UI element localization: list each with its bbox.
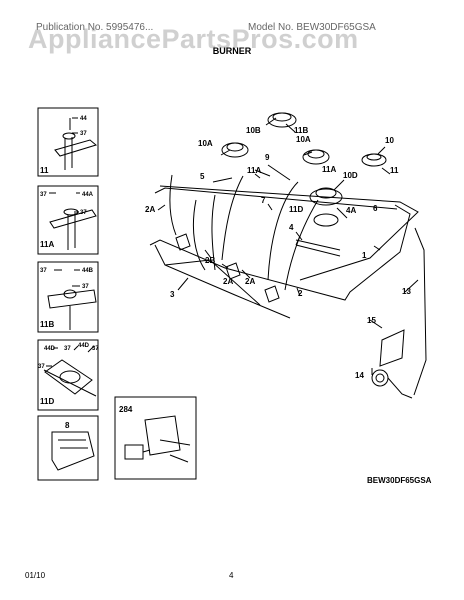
callout-15: 15 bbox=[367, 316, 376, 325]
model-number: Model No. BEW30DF65GSA bbox=[248, 22, 376, 33]
callout-11d: 11D bbox=[289, 205, 303, 214]
callout-44d: 44D bbox=[44, 346, 56, 352]
callout-37: 37 bbox=[92, 346, 99, 352]
callout-37: 37 bbox=[80, 210, 87, 216]
callout-37: 37 bbox=[40, 268, 47, 274]
callout-44d: 44D bbox=[78, 343, 90, 349]
model-code: BEW30DF65GSA bbox=[367, 476, 432, 485]
callout-4a: 4A bbox=[346, 206, 356, 215]
watermark: AppliancePartsPros.com bbox=[28, 24, 359, 54]
callout-11a: 11A bbox=[247, 166, 261, 175]
callout-10d: 10D bbox=[343, 171, 358, 180]
callout-9: 9 bbox=[265, 153, 270, 162]
callout-11: 11 bbox=[40, 166, 49, 175]
page-number: 4 bbox=[229, 571, 234, 580]
inset-11b bbox=[37, 261, 99, 333]
callout-37: 37 bbox=[40, 192, 47, 198]
callout-2a: 2A bbox=[223, 277, 233, 286]
callout-37: 37 bbox=[38, 364, 45, 370]
callout-10b: 10B bbox=[246, 126, 261, 135]
callout-44: 44 bbox=[80, 116, 87, 122]
callout-5: 5 bbox=[200, 172, 205, 181]
callout-11a: 11A bbox=[322, 165, 336, 174]
inset-284 bbox=[114, 396, 197, 480]
callout-37: 37 bbox=[82, 284, 89, 290]
callout-7: 7 bbox=[261, 196, 266, 205]
callout-10: 10 bbox=[385, 136, 394, 145]
callout-4: 4 bbox=[289, 223, 294, 232]
callout-14: 14 bbox=[355, 371, 364, 380]
callout-2a: 2A bbox=[145, 205, 155, 214]
callout-13: 13 bbox=[402, 287, 411, 296]
callout-10a: 10A bbox=[296, 135, 311, 144]
callout-3: 3 bbox=[170, 290, 175, 299]
inset-11 bbox=[37, 107, 99, 177]
callout-284: 284 bbox=[119, 405, 133, 414]
inset-8 bbox=[37, 415, 99, 481]
callout-10a: 10A bbox=[198, 139, 213, 148]
inset-11a bbox=[37, 185, 99, 255]
inset-11d bbox=[37, 339, 99, 411]
callout-11a: 11A bbox=[40, 240, 54, 249]
callout-11d: 11D bbox=[40, 397, 54, 406]
callout-6: 6 bbox=[373, 204, 378, 213]
callout-37: 37 bbox=[80, 131, 87, 137]
footer-date: 01/10 bbox=[25, 571, 46, 580]
callout-11b: 11B bbox=[294, 126, 308, 135]
callout-37: 37 bbox=[64, 346, 71, 352]
callout-44a: 44A bbox=[82, 192, 94, 198]
callout-1: 1 bbox=[362, 251, 367, 260]
callout-2b: 2B bbox=[205, 256, 215, 265]
callout-8: 8 bbox=[65, 421, 70, 430]
page-header: Publication No. 5995476... Model No. BEW… bbox=[0, 22, 464, 54]
callout-11: 11 bbox=[390, 166, 399, 175]
callout-44b: 44B bbox=[82, 268, 94, 274]
callout-11b: 11B bbox=[40, 320, 54, 329]
callout-2a: 2A bbox=[245, 277, 255, 286]
publication-number: Publication No. 5995476... bbox=[36, 22, 154, 33]
callout-2: 2 bbox=[298, 289, 303, 298]
page-title: BURNER bbox=[212, 46, 252, 56]
